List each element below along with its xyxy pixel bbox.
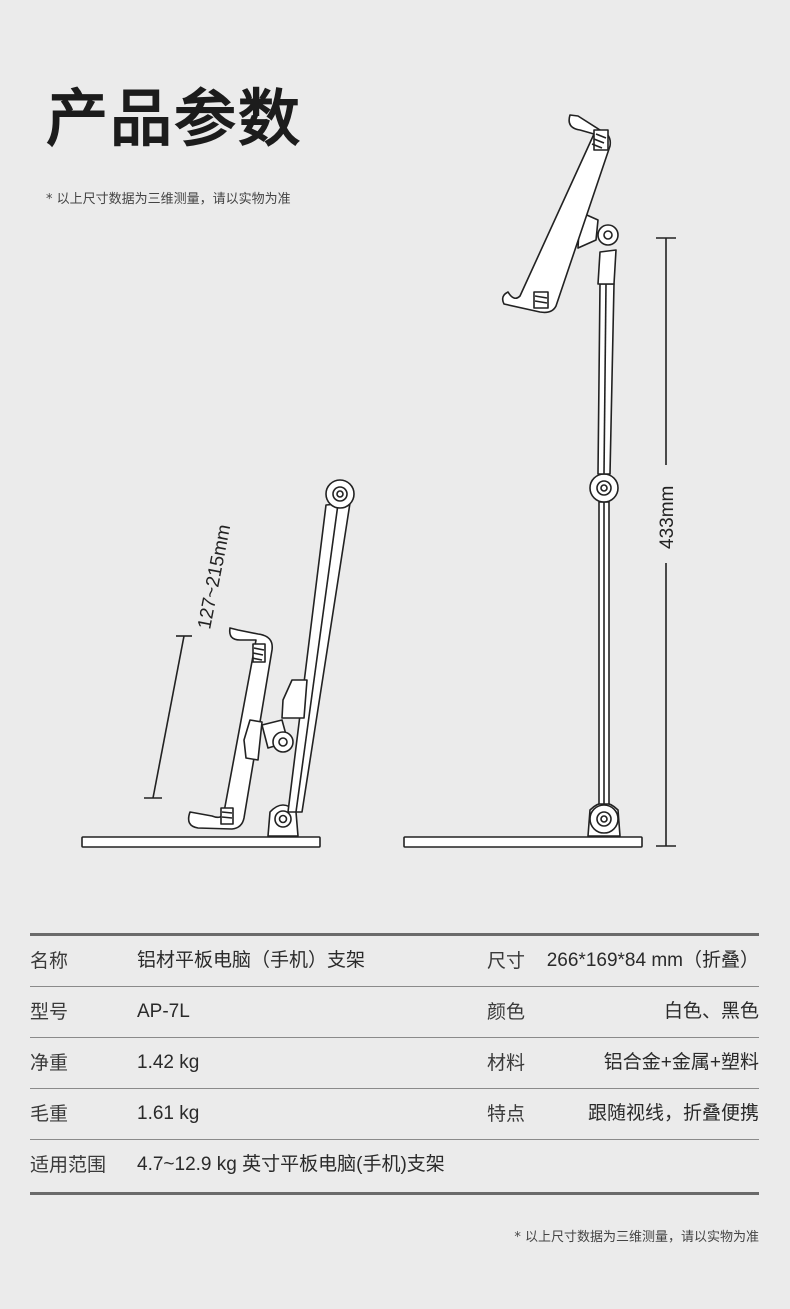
spec-label: 毛重 <box>30 1103 69 1125</box>
left-dimension-line <box>152 635 185 799</box>
spec-label: 材料 <box>487 1052 526 1074</box>
left-arm <box>287 502 351 813</box>
spec-row: 毛重 1.61 kg 特点 跟随视线，折叠便携 <box>30 1089 759 1140</box>
spec-row: 名称 铝材平板电脑（手机）支架 尺寸 266*169*84 mm（折叠） <box>30 936 759 987</box>
footer-note: * 以上尺寸数据为三维测量，请以实物为准 <box>514 1230 759 1245</box>
spec-label: 净重 <box>30 1052 69 1074</box>
spec-row: 型号 AP-7L 颜色 白色、黑色 <box>30 987 759 1038</box>
spec-label: 适用范围 <box>30 1154 107 1176</box>
spec-value: 跟随视线，折叠便携 <box>587 1103 759 1124</box>
spec-label: 颜色 <box>487 1001 526 1023</box>
spec-value: 4.7~12.9 kg 英寸平板电脑(手机)支架 <box>137 1154 445 1175</box>
spec-label: 特点 <box>487 1103 526 1125</box>
spec-label: 名称 <box>30 950 69 972</box>
left-tablet-clamp <box>187 627 274 830</box>
spec-row: 净重 1.42 kg 材料 铝合金+金属+塑料 <box>30 1038 759 1089</box>
spec-row: 适用范围 4.7~12.9 kg 英寸平板电脑(手机)支架 <box>30 1140 759 1195</box>
left-dimension-label: 127~215mm <box>194 523 235 631</box>
spec-label: 型号 <box>30 1001 69 1023</box>
left-base-plate <box>81 836 321 848</box>
spec-value: 266*169*84 mm（折叠） <box>546 950 759 971</box>
spec-table: 名称 铝材平板电脑（手机）支架 尺寸 266*169*84 mm（折叠） 型号 … <box>30 933 759 1195</box>
spec-value: AP-7L <box>137 1001 190 1022</box>
stand-low-position <box>81 479 355 848</box>
spec-value: 1.61 kg <box>137 1103 200 1124</box>
spec-value: 1.42 kg <box>137 1052 200 1073</box>
page-title: 产品参数 <box>46 82 303 155</box>
spec-value: 铝合金+金属+塑料 <box>603 1052 759 1073</box>
product-dimension-diagram: 127~215mm 433mm <box>81 114 678 848</box>
spec-value: 白色、黑色 <box>663 1001 759 1022</box>
measurement-note: * 以上尺寸数据为三维测量，请以实物为准 <box>46 192 291 207</box>
right-dimension-label: 433mm <box>657 486 678 549</box>
spec-label: 尺寸 <box>487 950 526 972</box>
right-tablet-clamp <box>501 114 612 314</box>
right-base-plate <box>403 836 643 848</box>
spec-value: 铝材平板电脑（手机）支架 <box>137 950 366 971</box>
stand-high-position <box>403 114 643 848</box>
